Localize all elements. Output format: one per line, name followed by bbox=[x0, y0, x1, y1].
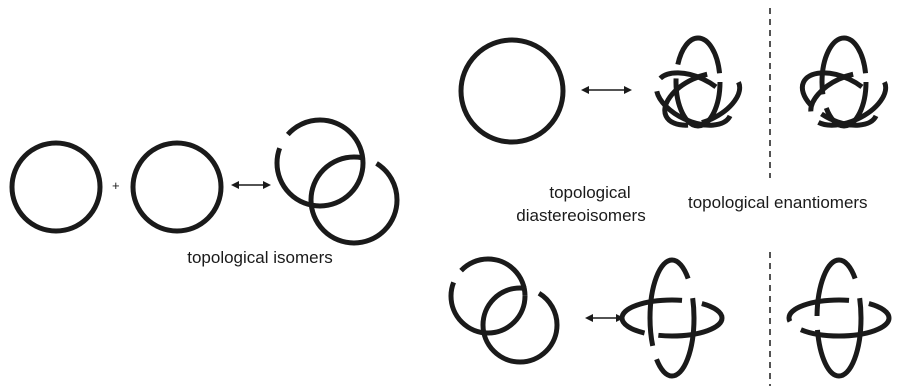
trefoil-knot-right bbox=[799, 35, 889, 129]
ring-unknot bbox=[458, 37, 566, 145]
ring-left-2 bbox=[130, 140, 224, 234]
ring-left-1 bbox=[9, 140, 103, 234]
trefoil-knot-left bbox=[653, 35, 743, 129]
solomon-link-right bbox=[786, 257, 892, 379]
label-diastereoisomers-line1: topological bbox=[549, 183, 631, 202]
label-diastereoisomers-line2: diastereoisomers bbox=[516, 206, 646, 225]
solomon-link-left bbox=[619, 257, 725, 379]
plus-sign: + bbox=[112, 178, 120, 193]
catenane-left bbox=[274, 117, 400, 246]
catenane-right bbox=[448, 256, 560, 365]
label-topological-isomers: topological isomers bbox=[187, 248, 333, 267]
label-topological-enantiomers: topological enantiomers bbox=[688, 193, 868, 212]
